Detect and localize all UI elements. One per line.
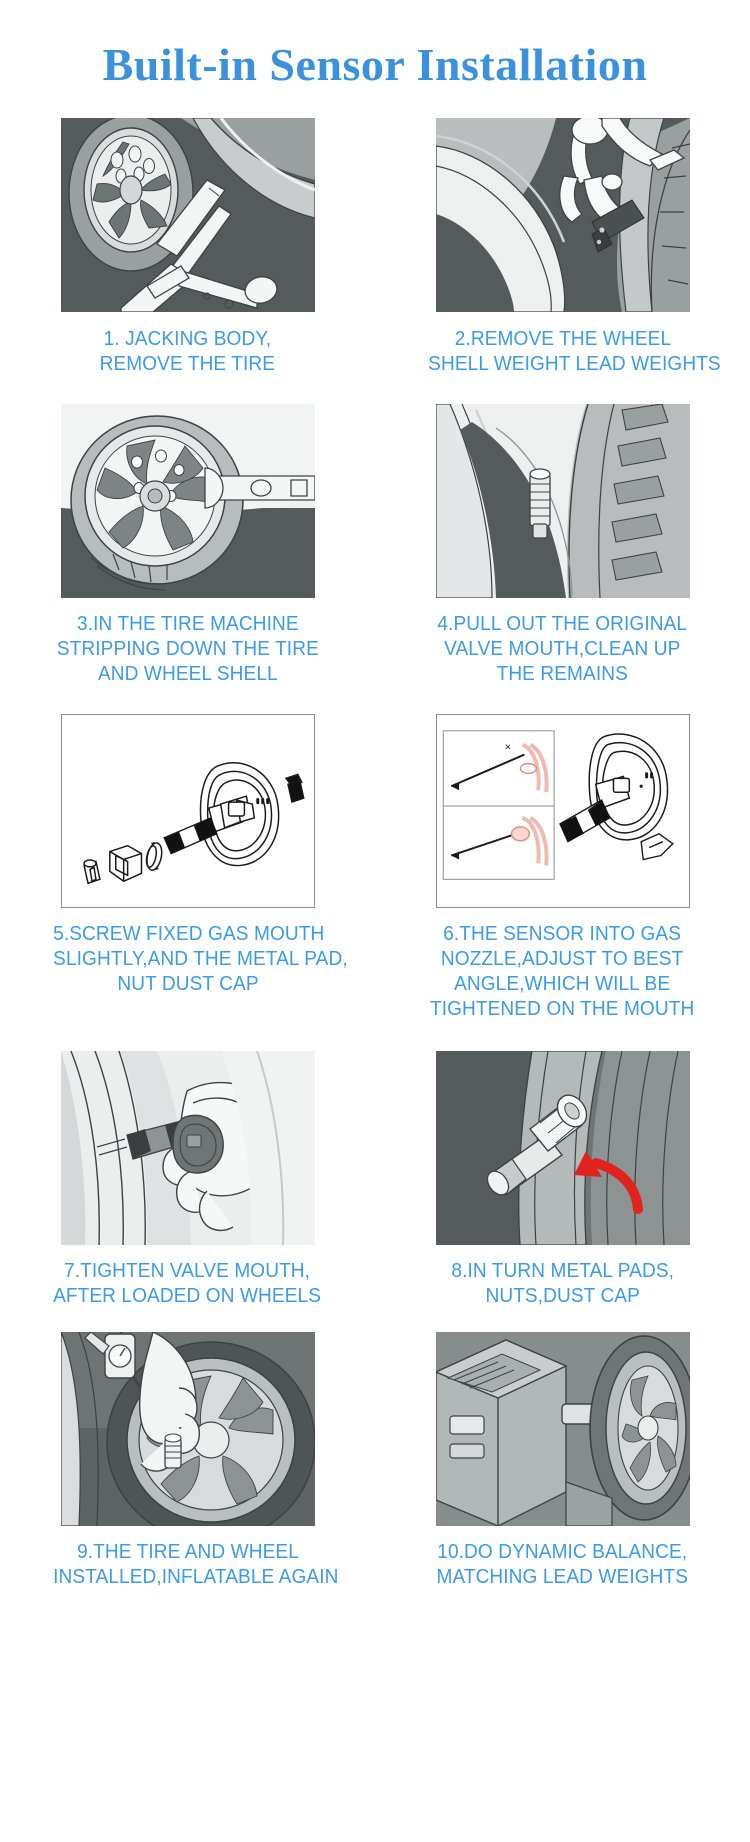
- step-8-red-arrow: [573, 1151, 643, 1214]
- step-9-image: [60, 1332, 315, 1526]
- step-cell-8: 8.IN TURN METAL PADS, NUTS,DUST CAP: [375, 1051, 750, 1314]
- step-2-image: [435, 118, 690, 312]
- step-7-caption: 7.TIGHTEN VALVE MOUTH, AFTER LOADED ON W…: [53, 1259, 322, 1307]
- step-2-caption: 2.REMOVE THE WHEEL SHELL WEIGHT LEAD WEI…: [427, 327, 721, 375]
- step-5-caption: 5.SCREW FIXED GAS MOUTH SLIGHTLY,AND THE…: [52, 922, 348, 995]
- step-cell-1: 1. JACKING BODY, REMOVE THE TIRE: [0, 118, 375, 382]
- step-1-image: [60, 118, 315, 312]
- step-4-caption: 4.PULL OUT THE ORIGINAL VALVE MOUTH,CLEA…: [437, 612, 688, 685]
- step-3-image: [60, 404, 315, 598]
- page-title: Built-in Sensor Installation: [102, 39, 648, 90]
- step-cell-3: 3.IN THE TIRE MACHINE STRIPPING DOWN THE…: [0, 404, 375, 692]
- step-6-image: ×: [435, 714, 690, 908]
- step-3-caption: 3.IN THE TIRE MACHINE STRIPPING DOWN THE…: [56, 612, 319, 685]
- step-8-caption: 8.IN TURN METAL PADS, NUTS,DUST CAP: [451, 1259, 674, 1307]
- step-9-caption: 9.THE TIRE AND WHEEL INSTALLED,INFLATABL…: [52, 1540, 338, 1588]
- steps-grid: 1. JACKING BODY, REMOVE THE TIRE: [0, 118, 750, 1595]
- step-10-image: [435, 1332, 690, 1526]
- step-cell-9: 9.THE TIRE AND WHEEL INSTALLED,INFLATABL…: [0, 1332, 375, 1595]
- step-cell-5: 5.SCREW FIXED GAS MOUTH SLIGHTLY,AND THE…: [0, 714, 375, 1027]
- step-6-caption: 6.THE SENSOR INTO GAS NOZZLE,ADJUST TO B…: [430, 922, 695, 1020]
- step-5-image: [60, 714, 315, 908]
- step-1-caption: 1. JACKING BODY, REMOVE THE TIRE: [99, 327, 276, 375]
- step-10-caption: 10.DO DYNAMIC BALANCE, MATCHING LEAD WEI…: [436, 1540, 689, 1588]
- step-cell-4: 4.PULL OUT THE ORIGINAL VALVE MOUTH,CLEA…: [375, 404, 750, 692]
- step-cell-7: 7.TIGHTEN VALVE MOUTH, AFTER LOADED ON W…: [0, 1051, 375, 1314]
- step-7-image: [60, 1051, 315, 1245]
- step-6-wrong-mark: ×: [504, 742, 510, 754]
- step-cell-10: 10.DO DYNAMIC BALANCE, MATCHING LEAD WEI…: [375, 1332, 750, 1595]
- step-8-image: [435, 1051, 690, 1245]
- step-cell-6: ×: [375, 714, 750, 1027]
- step-cell-2: 2.REMOVE THE WHEEL SHELL WEIGHT LEAD WEI…: [375, 118, 750, 382]
- step-4-image: [435, 404, 690, 598]
